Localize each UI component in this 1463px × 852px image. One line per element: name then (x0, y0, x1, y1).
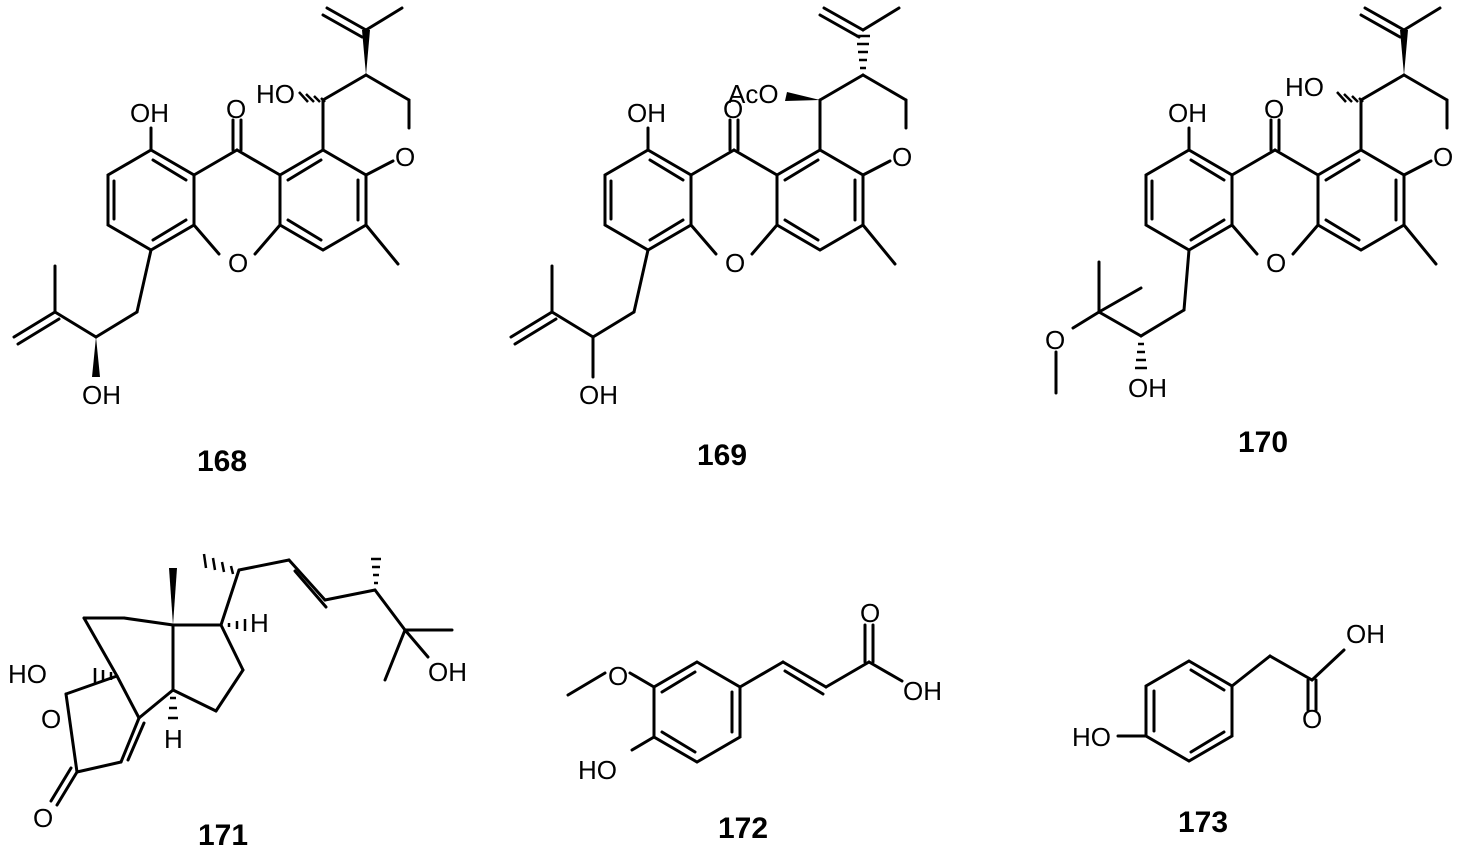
lactone-carbonyl-o-label: O (33, 803, 53, 833)
lactone-ring-o-label: O (41, 704, 61, 734)
oac-label: AcO (728, 79, 779, 109)
ome-o-label: O (608, 661, 628, 691)
compound-172 (566, 623, 904, 764)
acid-oh-label: OH (1346, 619, 1385, 649)
h-top-label: H (250, 608, 269, 638)
carbonyl-o-label: O (860, 598, 880, 628)
ketone-o-label: O (723, 94, 743, 124)
oh-ring-label: HO (1285, 72, 1324, 102)
oh-side-label: OH (1128, 373, 1167, 403)
compound-171 (49, 553, 454, 807)
ketone-o-label: O (226, 94, 246, 124)
compound-id-173: 173 (1178, 806, 1228, 839)
oh-phenol-label: OH (1168, 98, 1207, 128)
phenol-oh-label: HO (578, 755, 617, 785)
oh-phenol-label: OH (130, 98, 169, 128)
compound-170 (1054, 6, 1449, 395)
oh-side-label: OH (579, 380, 618, 410)
phenol-oh-label: HO (1072, 722, 1111, 752)
ketone-o-label: O (1264, 94, 1284, 124)
xanthone-o-label: O (725, 248, 745, 278)
compound-id-169: 169 (697, 439, 747, 472)
compound-id-168: 168 (197, 445, 247, 478)
oh-side-label: OH (82, 380, 121, 410)
compound-id-171: 171 (198, 819, 248, 852)
compound-id-172: 172 (718, 812, 768, 845)
compound-173 (1116, 648, 1346, 763)
h-bottom-label: H (164, 724, 183, 754)
pyran-o-label: O (892, 142, 912, 172)
pyran-o-label: O (395, 142, 415, 172)
oh-ring-label: HO (256, 79, 295, 109)
compound-169 (509, 6, 908, 379)
xanthone-o-label: O (1266, 248, 1286, 278)
oh-phenol-label: OH (627, 98, 666, 128)
oh-hemiketal-label: HO (8, 659, 47, 689)
oh-tert-label: OH (428, 657, 467, 687)
ome-o-label: O (1045, 325, 1065, 355)
carbonyl-o-label: O (1302, 704, 1322, 734)
compound-id-170: 170 (1238, 426, 1288, 459)
acid-oh-label: OH (903, 676, 942, 706)
pyran-o-label: O (1433, 142, 1453, 172)
xanthone-o-label: O (228, 248, 248, 278)
compound-168 (12, 6, 411, 377)
